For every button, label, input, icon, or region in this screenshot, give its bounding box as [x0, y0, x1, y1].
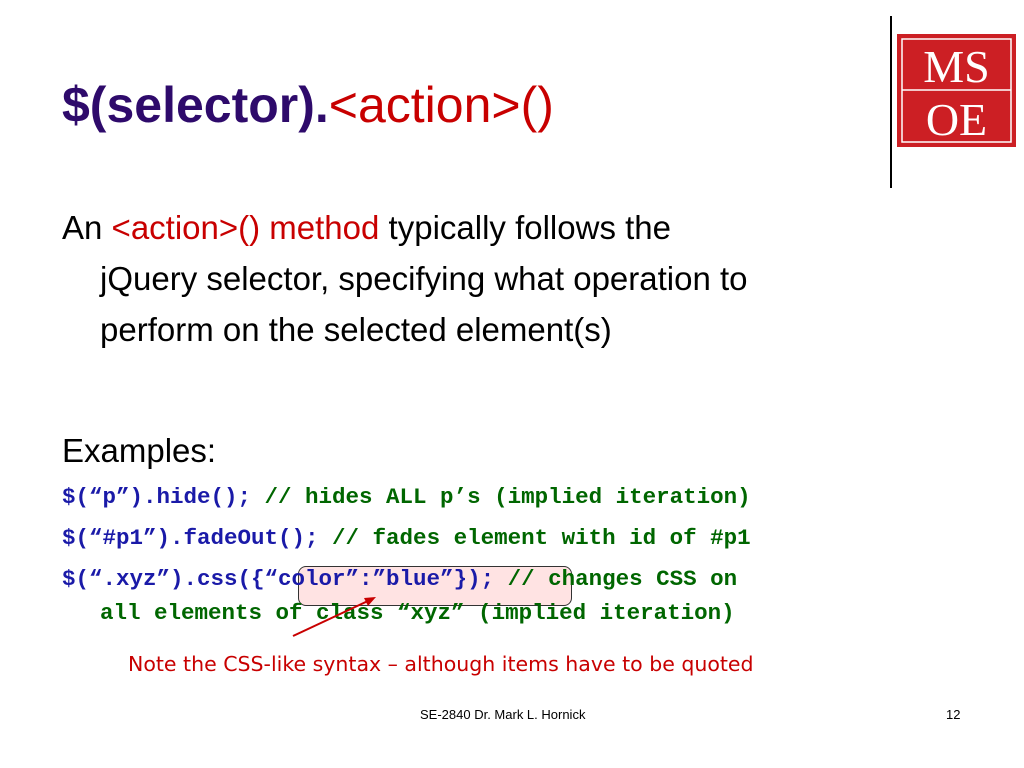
code-example-1-statement: $(“p”).hide(); — [62, 484, 252, 510]
code-example-3: $(“.xyz”).css({“color”:”blue”}); // chan… — [62, 564, 737, 594]
code-example-3-statement: $(“.xyz”).css({“color”:”blue”}); — [62, 566, 495, 592]
title-prefix: $(selector). — [62, 77, 329, 133]
body-line-2: jQuery selector, specifying what operati… — [100, 260, 748, 297]
body-intro-an: An — [62, 209, 112, 246]
code-example-2-statement: $(“#p1”).fadeOut(); — [62, 525, 319, 551]
examples-heading: Examples: — [62, 432, 217, 469]
code-example-1: $(“p”).hide(); // hides ALL p’s (implied… — [62, 482, 751, 512]
logo-text-bottom: OE — [926, 94, 987, 145]
body-line-1: An <action>() method typically follows t… — [62, 202, 962, 253]
code-example-3-continuation: all elements of class “xyz” (implied ite… — [100, 600, 735, 626]
title-action: <action>() — [328, 77, 554, 133]
code-example-1-comment: // hides ALL p’s (implied iteration) — [251, 484, 751, 510]
code-example-2: $(“#p1”).fadeOut(); // fades element wit… — [62, 523, 751, 553]
syntax-note: Note the CSS-like syntax – although item… — [128, 652, 754, 676]
slide-title: $(selector).<action>() — [62, 80, 554, 130]
body-action-method: <action>() method — [111, 209, 380, 246]
code-example-3-comment: // changes CSS on — [494, 566, 738, 592]
code-example-2-comment: // fades element with id of #p1 — [318, 525, 751, 551]
footer-course-author: SE-2840 Dr. Mark L. Hornick — [420, 707, 586, 722]
body-line-3: perform on the selected element(s) — [100, 311, 612, 348]
title-divider — [890, 16, 892, 188]
body-paragraph: An <action>() method typically follows t… — [62, 202, 962, 355]
msoe-logo: MS OE — [897, 34, 1016, 147]
footer-page-number: 12 — [946, 707, 961, 722]
logo-text-top: MS — [923, 41, 989, 92]
body-intro-rest: typically follows the — [379, 209, 671, 246]
